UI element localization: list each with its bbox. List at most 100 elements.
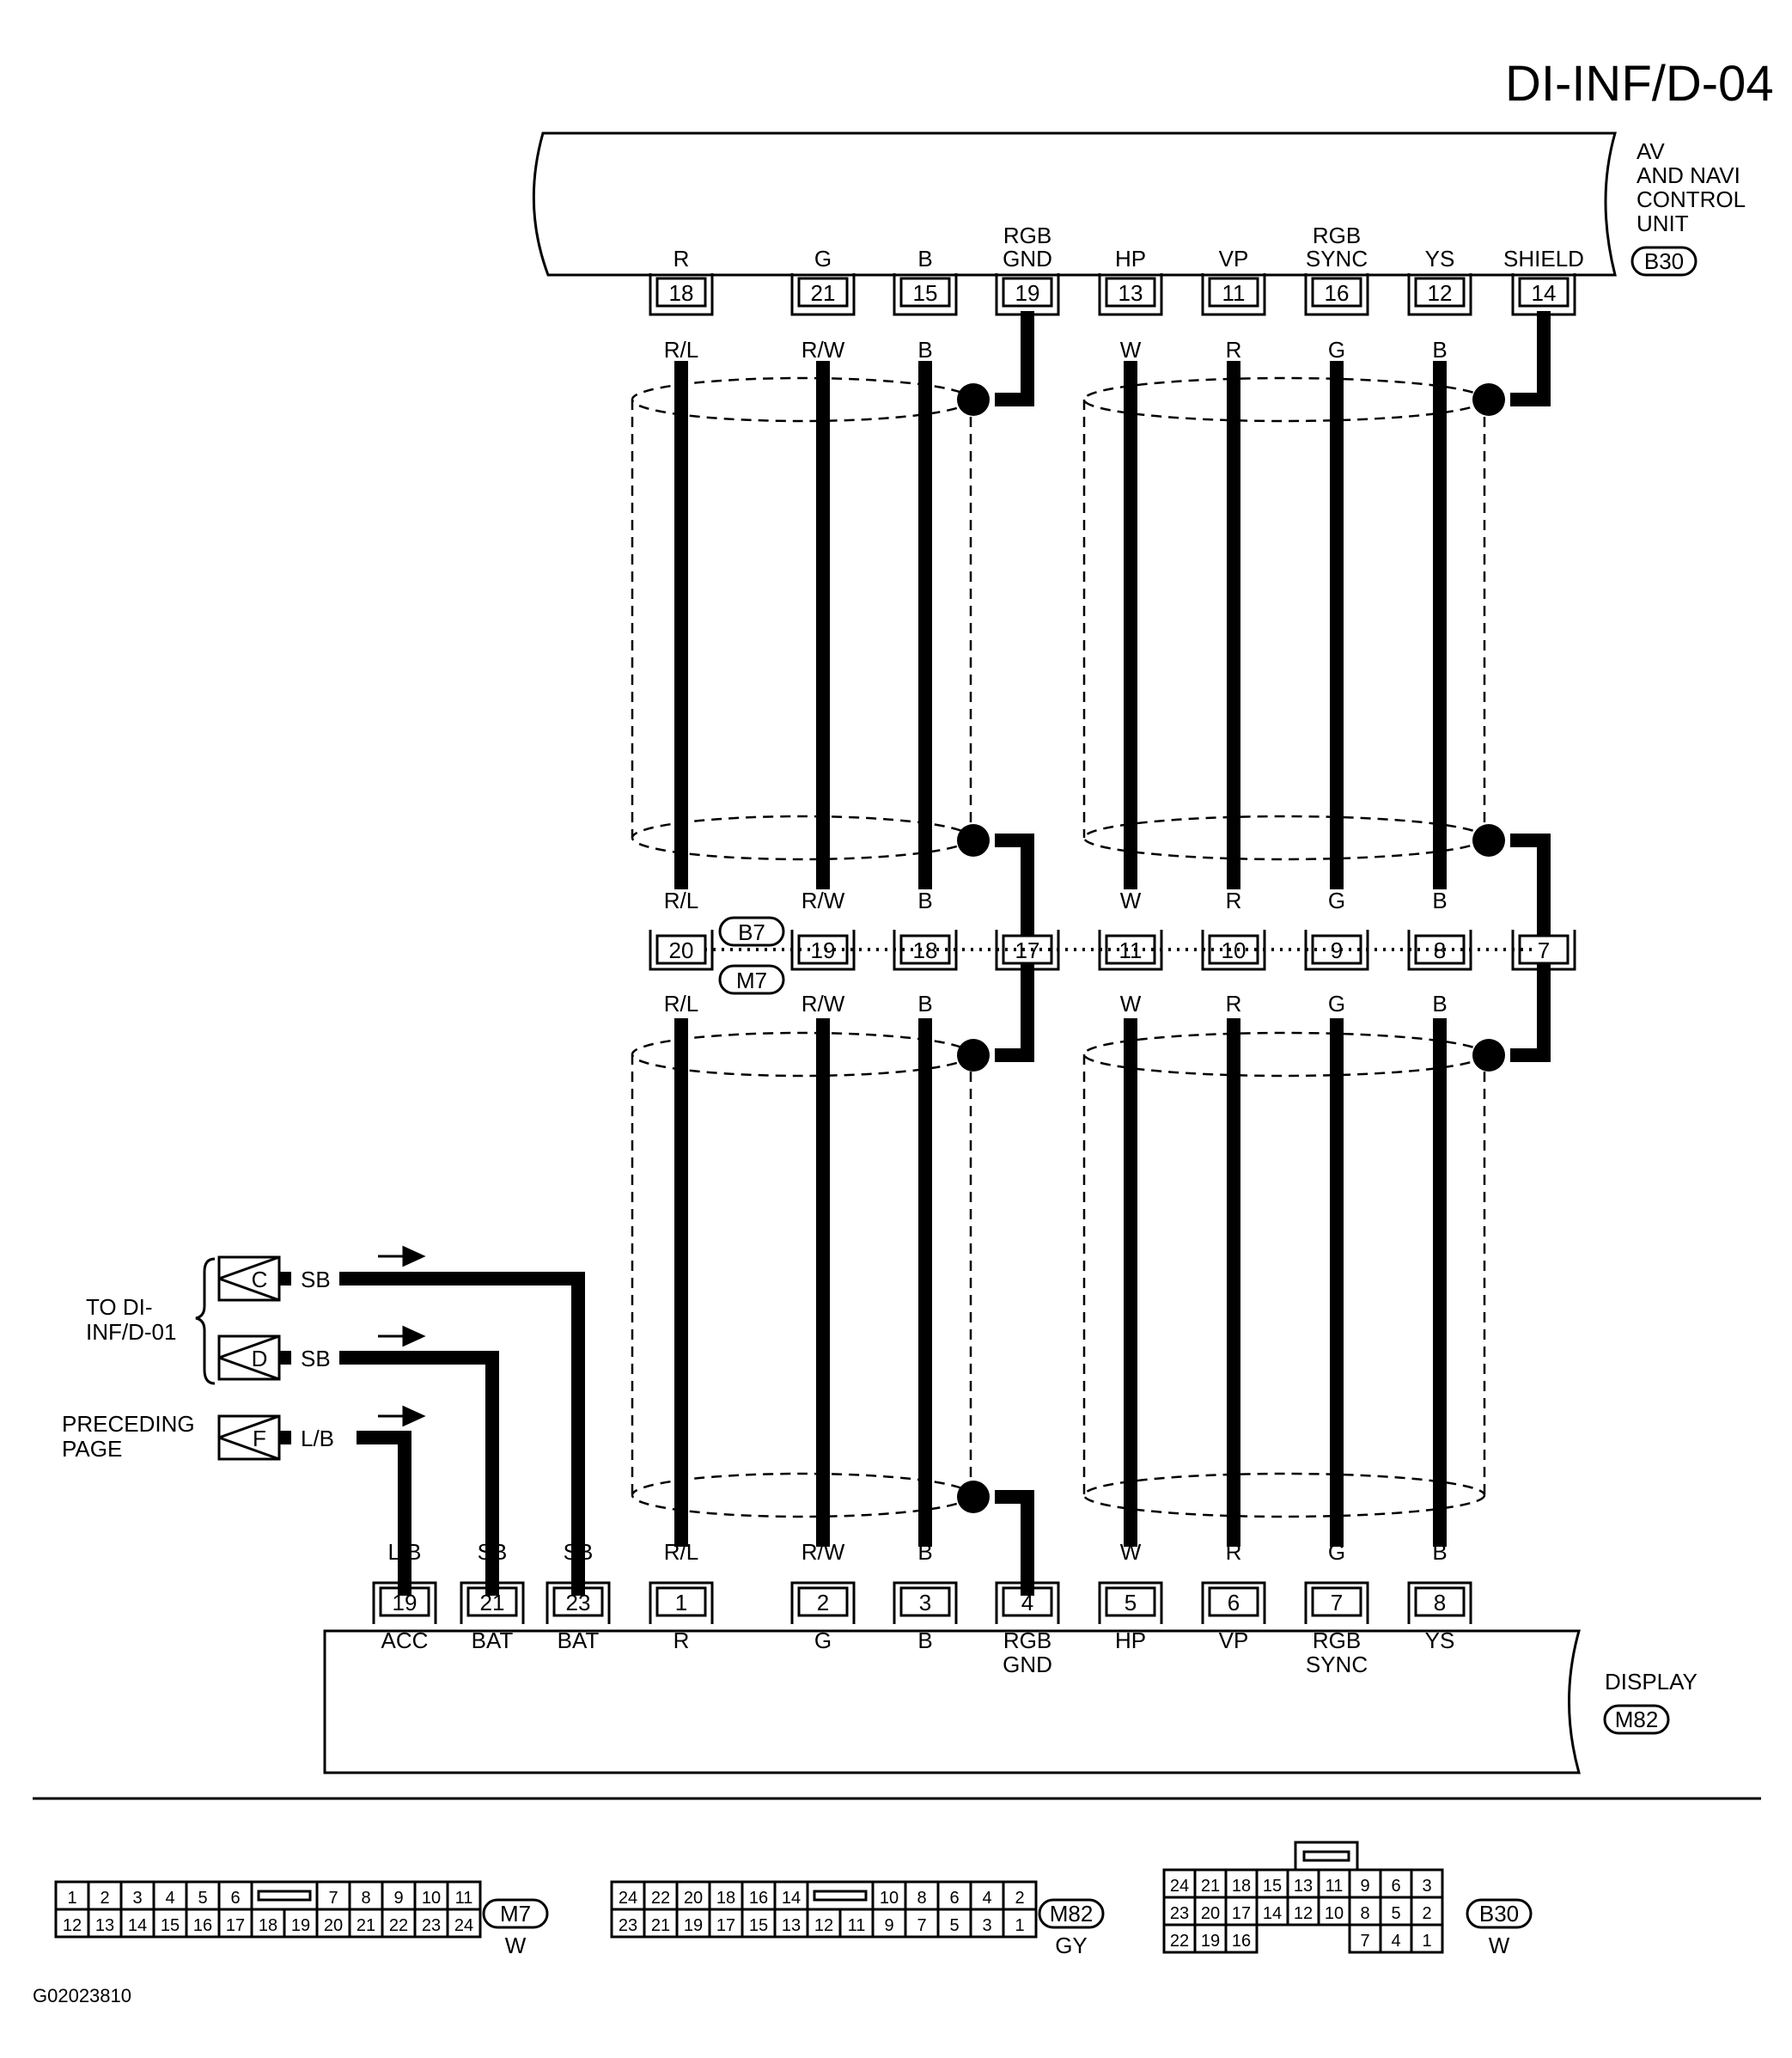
face-cell-number: 7 bbox=[328, 1889, 338, 1908]
wire-color-label: G bbox=[1328, 1539, 1345, 1565]
face-cell-number: 7 bbox=[917, 1916, 926, 1935]
pin-bracket bbox=[546, 1581, 611, 1624]
pin-signal-name: BAT bbox=[472, 1627, 514, 1653]
drain-wire bbox=[1510, 311, 1551, 406]
shield-ground-dot bbox=[1472, 383, 1505, 416]
face-cell-number: 6 bbox=[949, 1889, 959, 1908]
pin-frame bbox=[1414, 1586, 1466, 1617]
face-cell-number: 12 bbox=[814, 1916, 833, 1935]
shield-ground-dot bbox=[957, 1481, 990, 1513]
key-slot bbox=[813, 1890, 868, 1902]
pin-number: 18 bbox=[913, 937, 938, 963]
pin-bracket bbox=[649, 1581, 714, 1624]
face-cell-number: 23 bbox=[1170, 1904, 1189, 1923]
face-cell-number: 16 bbox=[1232, 1932, 1251, 1951]
pin-signal-name: RGB bbox=[1003, 1627, 1051, 1653]
pin-bracket bbox=[1407, 930, 1472, 971]
wire-color-label: R/L bbox=[664, 337, 698, 363]
pin-bracket bbox=[1304, 273, 1369, 316]
arrow-head-icon bbox=[218, 1334, 280, 1381]
connector-pin: 16 bbox=[1304, 273, 1369, 316]
pin-frame bbox=[552, 1586, 604, 1617]
face-cell-number: 19 bbox=[1201, 1932, 1220, 1951]
av-unit-label-line: AND NAVI bbox=[1637, 162, 1740, 188]
pin-bracket bbox=[893, 1581, 958, 1624]
pin-signal-name: YS bbox=[1425, 246, 1455, 272]
pin-number: 12 bbox=[1428, 280, 1453, 306]
connector-badge-frame bbox=[1038, 1898, 1105, 1929]
wire-color-label: R bbox=[1226, 888, 1242, 913]
connector-badge-frame bbox=[718, 916, 785, 947]
connector-color-label: W bbox=[505, 1933, 527, 1958]
pin-frame bbox=[1105, 934, 1156, 965]
pin-signal-name: GND bbox=[1003, 246, 1052, 272]
pin-signal-name: HP bbox=[1115, 246, 1146, 272]
pin-bracket bbox=[1511, 930, 1576, 971]
brace-icon bbox=[195, 1257, 216, 1385]
wire-color-label: R/L bbox=[664, 888, 698, 913]
display-unit-pins: L/B19ACCSB21BATSB23BATR/L1RR/W2GB3B4RGBG… bbox=[372, 1539, 1472, 1677]
arrow-head-icon bbox=[218, 1414, 280, 1461]
av-unit-connector-badge: B30 bbox=[1630, 246, 1698, 277]
signal-wires bbox=[674, 361, 1447, 1547]
pin-signal-name: SHIELD bbox=[1503, 246, 1584, 272]
wire-color-label: B bbox=[1432, 337, 1447, 363]
pin-signal-name: VP bbox=[1219, 246, 1249, 272]
face-cell-number: 16 bbox=[193, 1916, 212, 1935]
pin-signal-name: ACC bbox=[381, 1627, 429, 1653]
pin-bracket bbox=[649, 930, 714, 971]
face-cell-number: 12 bbox=[63, 1916, 82, 1935]
shield-end bbox=[1082, 815, 1486, 861]
pin-signal-name: RGB bbox=[1313, 223, 1361, 248]
connector-pin: 11 bbox=[1201, 273, 1266, 316]
face-cell-number: 5 bbox=[1391, 1904, 1400, 1923]
face-cell-number: 22 bbox=[651, 1889, 670, 1908]
pin-number: 13 bbox=[1118, 280, 1143, 306]
face-cell-number: 9 bbox=[1360, 1877, 1369, 1896]
pin-bracket bbox=[1407, 1581, 1472, 1624]
pin-number: 4 bbox=[1021, 1590, 1033, 1615]
pin-bracket bbox=[893, 930, 958, 971]
face-cell-number: 8 bbox=[917, 1889, 926, 1908]
face-cell-number: 2 bbox=[100, 1889, 109, 1908]
av-unit-pins: R18R/LG21R/WB15BRGBGND19HP13WVP11RRGBSYN… bbox=[649, 223, 1584, 363]
face-cell-number: 14 bbox=[782, 1889, 801, 1908]
power-wire-c bbox=[339, 1272, 585, 1596]
pin-frame bbox=[899, 277, 951, 308]
face-cell-number: 18 bbox=[716, 1889, 735, 1908]
pin-bracket bbox=[1201, 930, 1266, 971]
pin-number: 21 bbox=[811, 280, 836, 306]
face-cell-number: 13 bbox=[1294, 1877, 1313, 1896]
pin-bracket bbox=[790, 1581, 856, 1624]
pin-frame bbox=[1208, 934, 1259, 965]
pin-number: 23 bbox=[566, 1590, 591, 1615]
face-cell-number: 21 bbox=[651, 1916, 670, 1935]
face-cell-number: 15 bbox=[161, 1916, 180, 1935]
power-wire-d bbox=[339, 1351, 499, 1596]
pin-letter: F bbox=[253, 1426, 266, 1451]
display-pin-group: B3B bbox=[893, 1539, 958, 1653]
wire-color-label: G bbox=[1328, 888, 1345, 913]
pin-number: 21 bbox=[480, 1590, 505, 1615]
pin-frame bbox=[217, 1255, 281, 1302]
connector-pin: 23 bbox=[546, 1581, 611, 1624]
face-cell-number: 10 bbox=[880, 1889, 899, 1908]
wire-color-label: R/W bbox=[802, 991, 845, 1017]
face-cell-number: 15 bbox=[1263, 1877, 1282, 1896]
display-unit-label: DISPLAY bbox=[1605, 1669, 1698, 1695]
shield-end bbox=[1082, 1472, 1486, 1518]
pin-bracket bbox=[1511, 273, 1576, 316]
power-wire-f bbox=[357, 1431, 411, 1596]
terminal-tab bbox=[279, 1272, 291, 1285]
face-cell-number: 20 bbox=[684, 1889, 703, 1908]
pin-frame bbox=[1518, 277, 1570, 308]
pin-frame bbox=[466, 1586, 518, 1617]
pin-frame bbox=[1002, 1586, 1053, 1617]
pin-signal-name: SYNC bbox=[1306, 246, 1368, 272]
display-unit-box bbox=[323, 1629, 1581, 1774]
pin-frame bbox=[1414, 277, 1466, 308]
